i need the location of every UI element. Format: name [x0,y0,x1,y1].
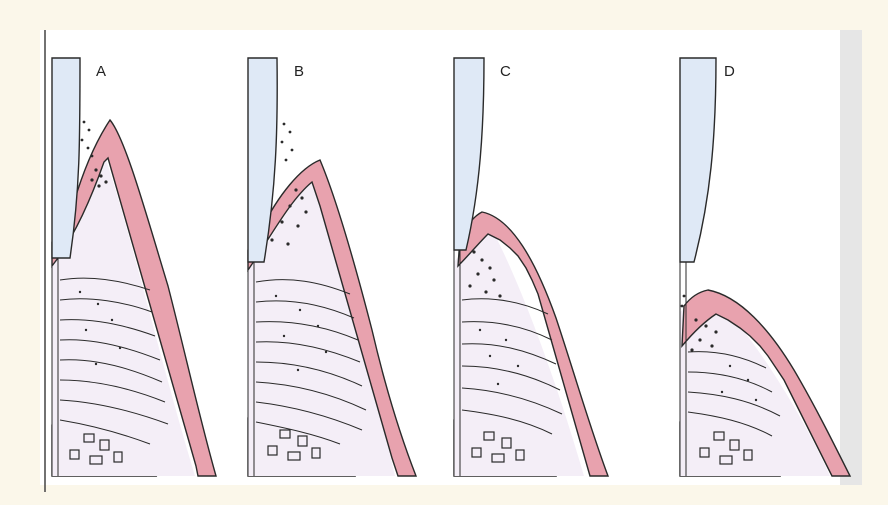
panel-label-c: C [500,63,511,80]
page-shadow-right [840,30,862,485]
panel-label-b: B [294,63,304,80]
panel-label-d: D [724,63,735,80]
panel-label-a: A [96,63,106,80]
